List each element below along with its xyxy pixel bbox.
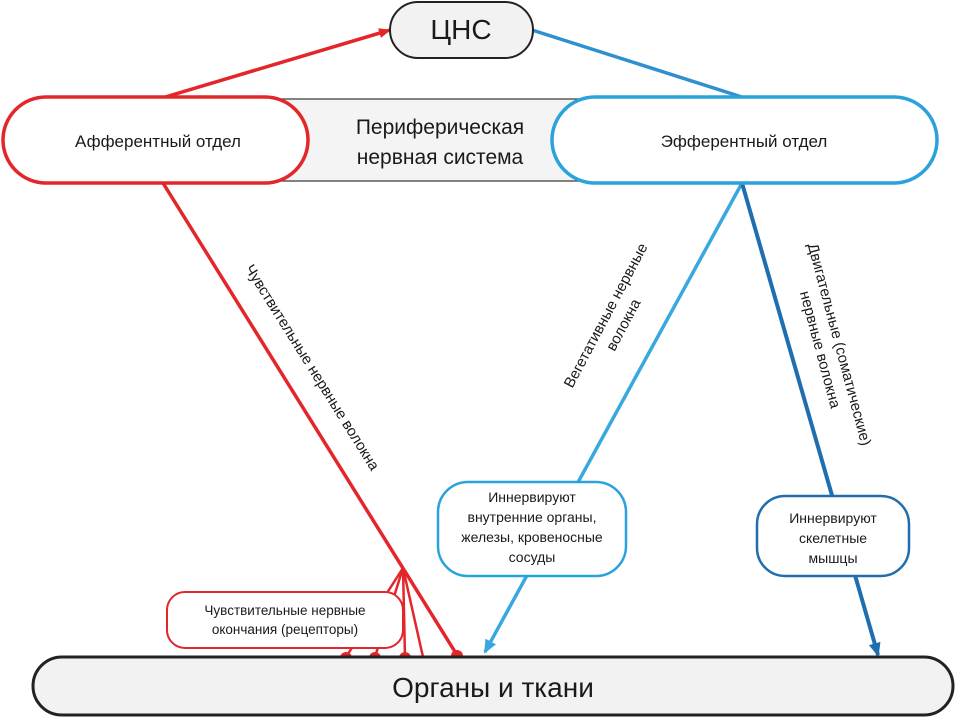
internal-organs-line1: Иннервируют	[488, 489, 576, 505]
cns-to-efferent-line	[531, 28, 746, 100]
receptors-line1: Чувствительные нервные	[204, 603, 365, 618]
sensory-fiber-line	[161, 182, 459, 656]
afferent-division-node	[1, 95, 310, 185]
skeletal-muscles-line1: Иннервируют	[789, 510, 877, 526]
afferent-division-label: Афферентный отдел	[75, 132, 241, 151]
vegetative-fiber-arrow	[483, 182, 744, 654]
internal-organs-line3: железы, кровеносные	[461, 529, 603, 545]
skeletal-muscles-line2: скелетные	[799, 530, 867, 546]
efferent-division-label: Эфферентный отдел	[661, 132, 828, 151]
cns-node	[389, 1, 534, 59]
skeletal-muscles-line3: мышцы	[809, 550, 858, 566]
receptors-line2: окончания (рецепторы)	[212, 622, 358, 637]
afferent-to-cns-arrow	[161, 28, 391, 100]
sensory-fibers-label: Чувствительные нервные волокна	[241, 262, 383, 475]
receptors-callout	[166, 591, 404, 649]
internal-organs-line2: внутренние органы,	[468, 509, 597, 525]
efferent-division-node	[550, 95, 939, 185]
internal-organs-line4: сосуды	[509, 549, 556, 565]
receptor-branch	[401, 567, 425, 658]
skeletal-muscles-callout	[755, 494, 911, 578]
organs-tissues-label: Органы и ткани	[392, 672, 594, 703]
peripheral-title-line1: Периферическая	[356, 116, 524, 139]
cns-label: ЦНС	[430, 14, 491, 45]
organs-tissues-node	[31, 655, 955, 717]
peripheral-title-line2: нервная система	[357, 146, 524, 169]
internal-organs-callout	[436, 480, 628, 578]
